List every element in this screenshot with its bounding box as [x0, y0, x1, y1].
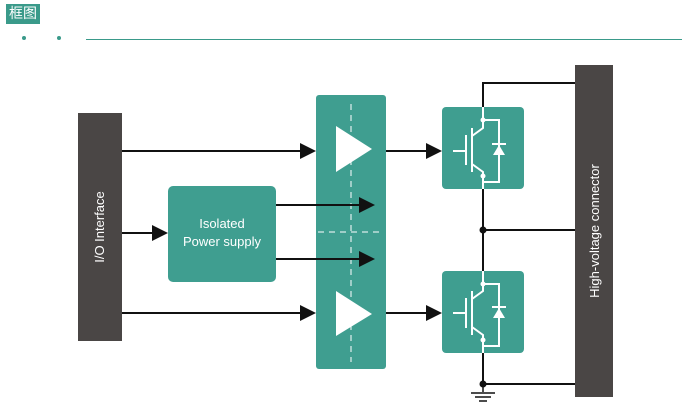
isolated-power-supply-block	[168, 186, 276, 282]
header-divider	[86, 39, 682, 40]
io-interface-block	[78, 113, 122, 341]
junction-mid	[479, 226, 487, 234]
io-interface-label: I/O Interface	[92, 191, 107, 263]
driver-amplifier-bottom-icon	[336, 291, 372, 336]
hv-connector-block	[575, 65, 613, 397]
isolated-label-line2: Power supply	[183, 234, 262, 249]
section-tag: 框图	[6, 4, 40, 24]
hv-connector-label: High-voltage connector	[587, 163, 602, 297]
header-dot	[57, 36, 61, 40]
header-dot	[22, 36, 26, 40]
ground-icon	[471, 384, 495, 402]
isolated-label-line1: Isolated	[199, 216, 245, 231]
driver-amplifier-top-icon	[336, 126, 372, 172]
igbt-bottom-block	[442, 271, 524, 353]
igbt-top-block	[442, 107, 524, 189]
